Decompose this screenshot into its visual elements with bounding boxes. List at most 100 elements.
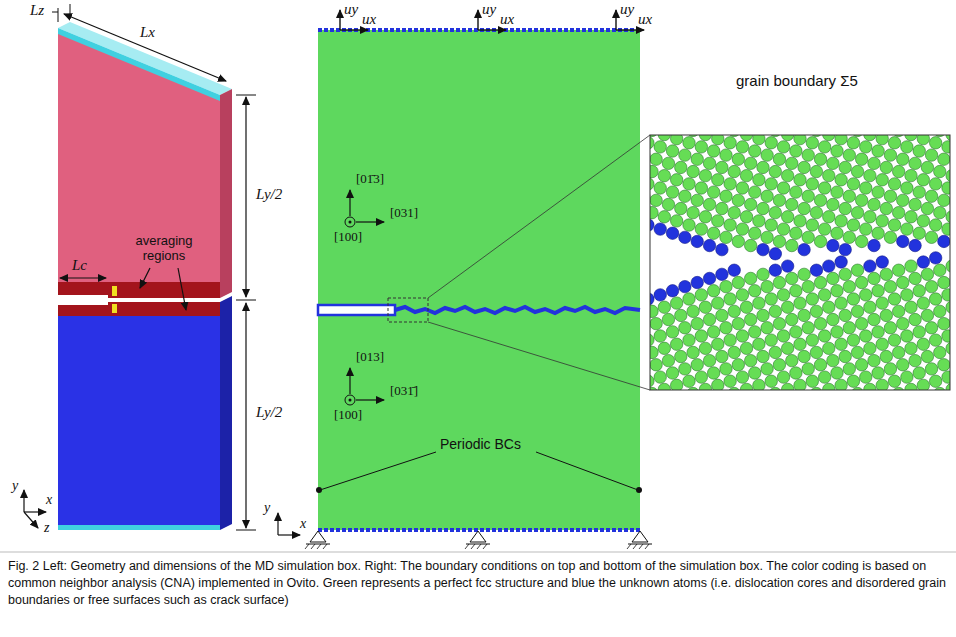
atom: [913, 145, 925, 157]
atom: [670, 379, 682, 390]
atom: [666, 367, 678, 379]
atom: [872, 326, 884, 338]
dimension-label: Lc: [72, 257, 87, 274]
atom: [753, 297, 765, 309]
atom: [658, 169, 670, 181]
atom: [835, 379, 847, 390]
atom: [765, 293, 777, 305]
atom: [650, 293, 654, 305]
atom: [855, 276, 867, 288]
atom: [683, 375, 695, 387]
displacement-label: uy: [344, 1, 358, 18]
atom: [781, 301, 793, 313]
atom: [901, 141, 913, 153]
atom: [658, 135, 670, 141]
atom: [802, 190, 814, 202]
atom: [683, 137, 695, 149]
atom: [670, 135, 682, 145]
out-of-plane-symbol: [349, 221, 352, 224]
atom: [880, 202, 892, 214]
atom: [901, 182, 913, 194]
atom: [897, 317, 909, 329]
atom: [662, 313, 674, 325]
atom: [753, 135, 765, 145]
atom: [679, 280, 691, 292]
atom: [802, 149, 814, 161]
atom: [929, 375, 941, 387]
atom: [921, 202, 933, 214]
atom: [736, 289, 748, 301]
atom: [925, 363, 937, 375]
atom: [712, 379, 724, 390]
atom: [802, 280, 814, 292]
atom: [716, 243, 728, 255]
atom: [786, 354, 798, 366]
atom: [938, 317, 950, 329]
atom: [839, 243, 851, 255]
atom: [675, 161, 687, 173]
atom: [695, 141, 707, 153]
atom: [670, 174, 682, 186]
atom: [687, 305, 699, 317]
atom: [740, 169, 752, 181]
atom: [786, 313, 798, 325]
atom: [843, 149, 855, 161]
atom: [814, 235, 826, 247]
atom: [691, 153, 703, 165]
atom: [683, 334, 695, 346]
atom: [790, 145, 802, 157]
atom: [917, 379, 929, 390]
atom: [728, 165, 740, 177]
atom: [716, 309, 728, 321]
leader-dot: [636, 487, 642, 493]
atom: [855, 194, 867, 206]
dimension-line: [245, 303, 246, 528]
atom: [917, 297, 929, 309]
figure-caption: Fig. 2 Left: Geometry and dimensions of …: [8, 558, 948, 609]
atom: [876, 338, 888, 350]
atom: [921, 161, 933, 173]
atom: [798, 350, 810, 362]
leader-dot: [316, 487, 322, 493]
displacement-arrow: [616, 29, 644, 30]
atom: [851, 206, 863, 218]
atom: [765, 334, 777, 346]
atom: [744, 313, 756, 325]
atom: [901, 289, 913, 301]
atom: [860, 289, 872, 301]
atom: [892, 206, 904, 218]
atom: [909, 313, 921, 325]
atom: [724, 375, 736, 387]
caption-rule: [0, 552, 956, 553]
atom: [860, 330, 872, 342]
atom: [835, 135, 847, 145]
atom: [827, 239, 839, 251]
atom: [662, 354, 674, 366]
annotation-label: Periodic BCs: [440, 436, 521, 452]
atom: [736, 182, 748, 194]
atom: [827, 157, 839, 169]
atom: [938, 276, 950, 288]
atom: [818, 289, 830, 301]
atom: [773, 194, 785, 206]
atom: [736, 371, 748, 383]
atom: [946, 135, 950, 141]
atom: [860, 371, 872, 383]
atom: [884, 322, 896, 334]
atom: [691, 317, 703, 329]
atom: [650, 194, 662, 206]
atom: [654, 289, 666, 301]
atom: [650, 375, 654, 387]
atom: [794, 338, 806, 350]
atom: [934, 305, 946, 317]
axis-label: y: [12, 478, 18, 494]
crystal-direction-label: [031̄]: [390, 384, 418, 399]
atom: [650, 178, 654, 190]
atom: [905, 169, 917, 181]
axis-label: x: [300, 516, 306, 532]
atom: [769, 346, 781, 358]
atom: [781, 169, 793, 181]
atom: [699, 135, 711, 141]
atom: [650, 359, 662, 371]
dimension-line: [52, 12, 58, 13]
